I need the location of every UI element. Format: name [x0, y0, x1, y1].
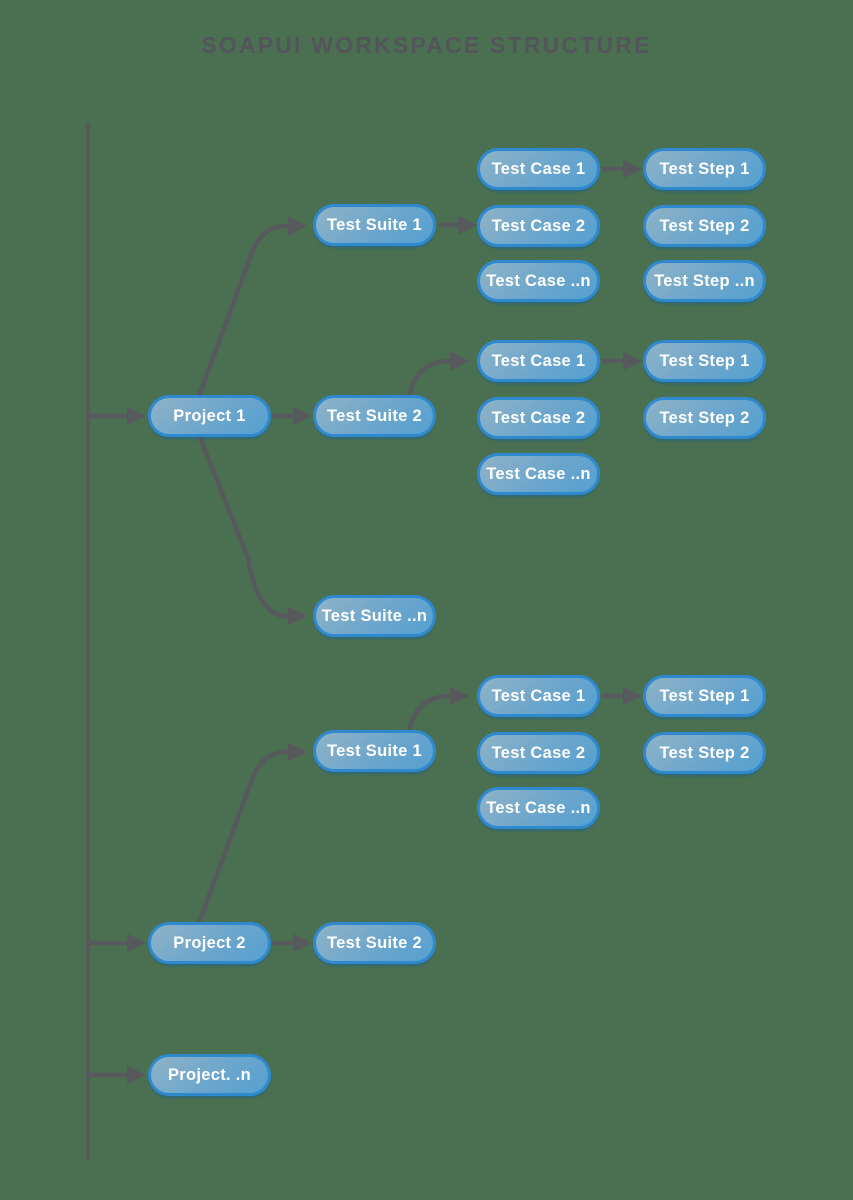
node-g3-test-case-n: Test Case ..n [477, 787, 600, 829]
node-g3-test-step-2: Test Step 2 [643, 732, 766, 774]
arrow-suite1-to-case1-group3 [406, 686, 469, 734]
node-g3-test-step-1: Test Step 1 [643, 675, 766, 717]
page-title: SOAPUI WORKSPACE STRUCTURE [201, 32, 652, 58]
node-g1-test-step-1: Test Step 1 [643, 148, 766, 190]
node-g1-test-case-2: Test Case 2 [477, 205, 600, 247]
node-g1-test-case-1: Test Case 1 [477, 148, 600, 190]
node-g1-test-case-n: Test Case ..n [477, 260, 600, 302]
node-p1-test-suite-2: Test Suite 2 [313, 395, 436, 437]
node-g1-test-step-n: Test Step ..n [643, 260, 766, 302]
node-p2-test-suite-1: Test Suite 1 [313, 730, 436, 772]
node-g2-test-step-1: Test Step 1 [643, 340, 766, 382]
arrow-suite2-to-case1-group2 [406, 351, 469, 399]
node-g2-test-case-1: Test Case 1 [477, 340, 600, 382]
node-p2-test-suite-2: Test Suite 2 [313, 922, 436, 964]
node-g1-test-step-2: Test Step 2 [643, 205, 766, 247]
node-project-1: Project 1 [148, 395, 271, 437]
node-project-2: Project 2 [148, 922, 271, 964]
arrow-project1-to-suiten [187, 411, 307, 626]
node-project-n: Project. .n [148, 1054, 271, 1096]
node-p1-test-suite-1: Test Suite 1 [313, 204, 436, 246]
node-g2-test-case-n: Test Case ..n [477, 453, 600, 495]
node-g2-test-step-2: Test Step 2 [643, 397, 766, 439]
node-g3-test-case-2: Test Case 2 [477, 732, 600, 774]
node-g2-test-case-2: Test Case 2 [477, 397, 600, 439]
node-g3-test-case-1: Test Case 1 [477, 675, 600, 717]
node-p1-test-suite-n: Test Suite ..n [313, 595, 436, 637]
arrow-project2-to-suite1 [187, 742, 307, 948]
arrow-project1-to-suite1 [187, 216, 307, 421]
